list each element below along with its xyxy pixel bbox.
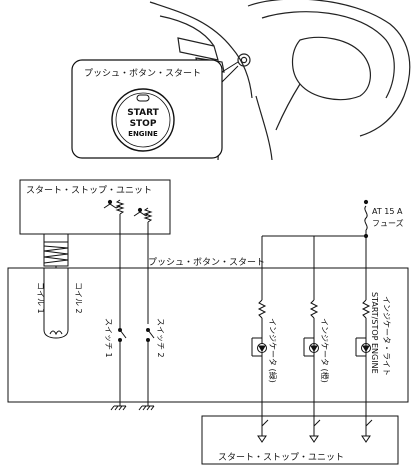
steering-hub (291, 36, 371, 101)
button-line-engine: ENGINE (128, 130, 158, 138)
start-stop-button: START STOP ENGINE (111, 88, 175, 152)
dashboard-illustration (149, 0, 411, 161)
dashboard-outline (149, 1, 253, 99)
column (255, 95, 273, 161)
indicator-green-label: インジケータ (緑) (268, 318, 278, 383)
vent-left (177, 37, 219, 61)
steering-wheel-rim (247, 0, 411, 137)
coil-loop (43, 329, 69, 339)
coil2-label: コイル 2 (74, 282, 83, 314)
module-label: プッシュ・ボタン・スタート (148, 257, 265, 268)
callout-leader (221, 61, 239, 73)
start-stop-label-line2: インジケータ・ライト (382, 296, 391, 376)
dash-start-button (237, 53, 251, 67)
button-line-start: START (127, 108, 159, 118)
top-unit-label: スタート・ストップ・ユニット (26, 185, 152, 196)
coil-winding (43, 245, 69, 264)
bottom-unit-box (201, 415, 399, 465)
callout-label: プッシュ・ボタン・スタート (84, 68, 201, 79)
indicator-amber-branch (303, 299, 321, 443)
start-stop-label-line1: START/STOP ENGINE (370, 292, 379, 374)
switch2-label: スイッチ 2 (156, 318, 165, 358)
module-box (7, 267, 409, 403)
bottom-unit-label: スタート・ストップ・ユニット (218, 452, 344, 463)
switch1-label: スイッチ 1 (104, 318, 113, 358)
resistor-switch2 (143, 207, 153, 223)
indicator-amber-label: インジケータ (橙) (320, 318, 330, 383)
schematic (7, 179, 409, 465)
start-stop-light-branch (355, 299, 373, 443)
top-unit-box (19, 179, 171, 235)
button-indicator (136, 94, 150, 102)
dashboard-inner-line (159, 15, 215, 47)
fuse-label-line2: フューズ (372, 218, 404, 228)
fuse-supply (261, 199, 369, 300)
resistor-switch1 (115, 199, 125, 215)
switch-1 (103, 199, 127, 411)
fuse-label-line1: AT 15 A (372, 207, 403, 216)
steering-spoke (275, 83, 301, 131)
coil1-label: コイル 1 (36, 282, 45, 314)
steering-wheel-inner (261, 11, 395, 99)
button-line-stop: STOP (130, 119, 157, 129)
indicator-green-branch (251, 299, 269, 443)
switch-2 (133, 207, 155, 411)
